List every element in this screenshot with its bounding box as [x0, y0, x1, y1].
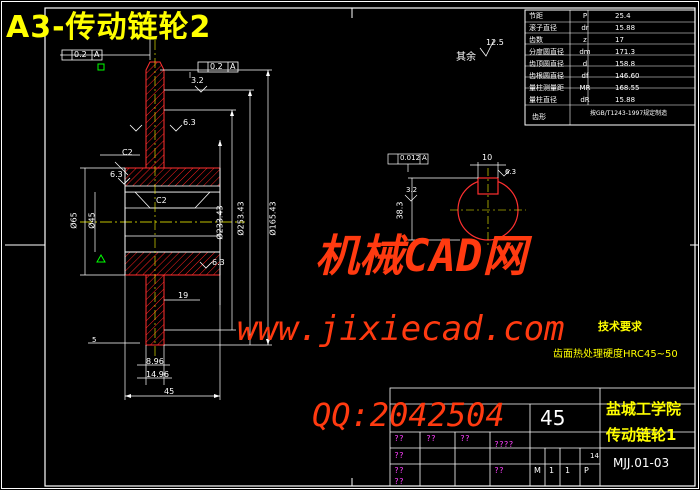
scale-mark: P [584, 466, 589, 475]
title-qmark: ?? [394, 477, 404, 486]
dim-dia-inner: Ø233.43 [215, 205, 225, 240]
param-sym: dR [580, 96, 590, 104]
key-roughness-2: 3.2 [406, 186, 418, 194]
keyway-detail-view [387, 153, 526, 248]
dim-dia-outer: Ø165.43 [268, 201, 278, 236]
key-width: 10 [482, 153, 493, 162]
tol-value-right: 0.2 [210, 62, 223, 71]
param-sym: MR [579, 84, 591, 92]
param-sym: P [582, 12, 588, 20]
param-val: 146.60 [615, 72, 640, 80]
param-name: 量柱测量距 [529, 84, 564, 92]
param-sym: dm [579, 48, 591, 56]
tech-req-title: 技术要求 [598, 320, 642, 333]
roughness-marks [117, 85, 213, 269]
param-val: 168.55 [615, 84, 640, 92]
main-dimensions [60, 30, 272, 400]
dim-small: 5 [92, 336, 97, 344]
drawing-number: MJJ.01-03 [613, 456, 670, 470]
chamfer-label: C2 [122, 148, 133, 157]
param-name: 齿数 [529, 36, 543, 44]
roughness-63-c: 6.3 [212, 258, 225, 267]
title-block [389, 387, 696, 487]
param-val: 17 [615, 36, 624, 44]
title-qmark: ?? [494, 466, 504, 475]
scale-mark: 1 [565, 466, 571, 475]
param-sym: z [583, 36, 587, 44]
bore-chamfer [134, 191, 211, 209]
roughness-32-top: 3.2 [191, 76, 204, 85]
param-val: 15.88 [615, 96, 636, 104]
dim-len-45: 45 [164, 387, 175, 396]
param-val: 25.4 [615, 12, 631, 20]
keyway [124, 185, 221, 193]
watermark-line1: 机械CAD网 [315, 231, 527, 282]
param-sym: d [582, 60, 588, 68]
key-roughness: 6.3 [505, 168, 517, 176]
title-qmark: ?? [394, 466, 404, 475]
scale-mark: 1 [549, 466, 555, 475]
watermark-line2: www.jixiecad.com [237, 309, 565, 349]
param-name: 节距 [529, 12, 543, 20]
param-name: 齿根圆直径 [529, 72, 564, 80]
title-qmark: ?? [460, 434, 470, 443]
roughness-other-symbol [479, 39, 495, 57]
dim-len-896: 8.96 [146, 357, 164, 366]
parameter-table-text: 节距 P 25.4 滚子直径 dr 15.88 齿数 z 17 分度圆直径 dm 171.3 齿… [525, 10, 695, 106]
parameter-table [524, 9, 696, 126]
scale-mark: M [534, 466, 541, 475]
datum-markers [96, 63, 106, 263]
key-datum: A [422, 154, 427, 162]
param-name: 滚子直径 [529, 24, 557, 32]
roughness-63-a: 6.3 [183, 118, 196, 127]
tech-req-line1: 齿面热处理硬度HRC45~50 [553, 349, 678, 360]
key-depth: 38.3 [395, 201, 405, 220]
dim-arrows [125, 70, 270, 398]
tol-value-left: 0.2 [74, 50, 87, 59]
datum-label-right: A [230, 62, 236, 71]
datum-label-left: A [94, 50, 100, 59]
roughness-other-value: 12.5 [486, 38, 504, 47]
title-qmark: ?? [426, 434, 436, 443]
tolerance-frames [61, 49, 239, 73]
part-name: 传动链轮1 [606, 426, 677, 444]
dim-len-1496: 14.96 [146, 370, 169, 379]
inner-frame [44, 7, 696, 487]
roughness-63-b: 6.3 [110, 170, 123, 179]
param-note-label: 齿形 [532, 113, 546, 121]
school-name: 盐城工学院 [606, 400, 682, 418]
param-val: 158.8 [615, 60, 636, 68]
material: 45 [540, 406, 566, 430]
title-qmark: ???? [494, 440, 514, 449]
dim-dia-65: Ø65 [69, 212, 79, 229]
watermark-line3: QQ:2042504 [312, 396, 505, 434]
sheet-title: A3-传动链轮2 [6, 10, 212, 45]
chamfer-inner-label: C2 [156, 196, 167, 205]
param-val: 171.3 [615, 48, 636, 56]
param-note-value: 按GB/T1243-1997规定制造 [590, 110, 668, 117]
dim-dia-bore: Ø45 [87, 212, 97, 229]
sheet-count: 14 [590, 452, 599, 460]
param-sym: dr [581, 24, 589, 32]
roughness-other-label: 其余 [456, 52, 476, 63]
param-name: 量柱直径 [529, 96, 557, 104]
dim-len-19: 19 [178, 291, 189, 300]
title-qmark: ?? [394, 434, 404, 443]
param-name: 齿顶圆直径 [529, 60, 564, 68]
param-sym: df [581, 72, 589, 80]
dim-dia-mid: Ø253.43 [236, 201, 246, 236]
param-val: 15.88 [615, 24, 636, 32]
param-name: 分度圆直径 [529, 48, 564, 56]
key-sym-tol: 0.012 [400, 154, 421, 162]
title-qmark: ?? [394, 451, 404, 460]
